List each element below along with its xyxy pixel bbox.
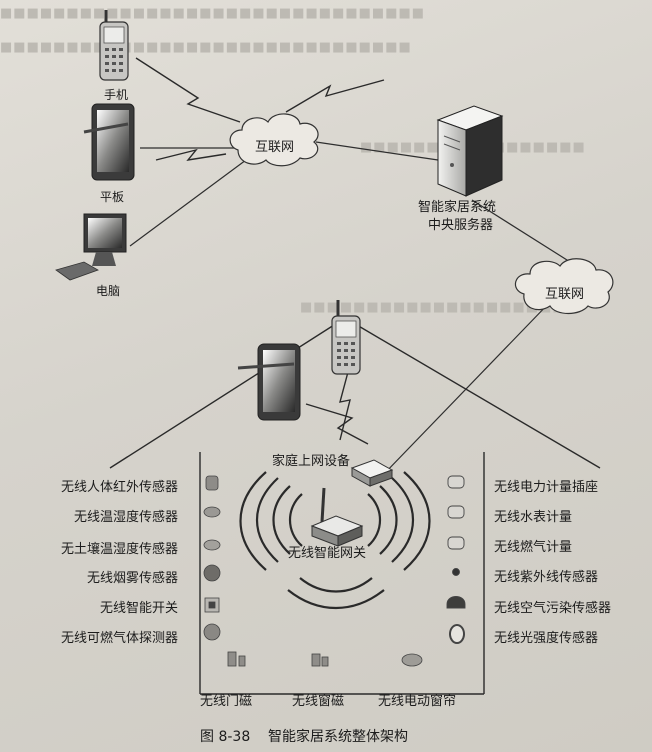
- uv-sensor-icon: [452, 568, 460, 576]
- air-pollution-sensor-icon: [446, 596, 466, 609]
- mobile-phone-icon: [99, 10, 129, 81]
- right-sensor-label: 无线紫外线传感器: [494, 570, 599, 585]
- curtain-motor-icon: [401, 653, 423, 667]
- left-sensor-label: 无线智能开关: [99, 601, 178, 616]
- home-tablet-icon: [237, 343, 301, 421]
- wireless-waves: [239, 471, 431, 609]
- tablet-label: 平板: [100, 190, 125, 204]
- internet-cloud-right-label: 互联网: [545, 287, 585, 302]
- smoke-sensor-icon: [203, 564, 221, 582]
- right-sensor-label: 无线燃气计量: [494, 540, 573, 555]
- power-plug-icon: [447, 475, 465, 489]
- pir-sensor-icon: [205, 475, 219, 491]
- server-label-line1: 智能家居系统: [418, 200, 497, 215]
- internet-cloud-top: [229, 113, 319, 167]
- left-sensor-label: 无土壤温湿度传感器: [60, 542, 178, 557]
- soil-sensor-icon: [203, 539, 221, 551]
- home-gateway-label: 家庭上网设备: [272, 454, 351, 469]
- water-meter-icon: [447, 505, 465, 519]
- left-sensor-label: 无线人体红外传感器: [60, 480, 178, 495]
- bottom-sensor-icons: [227, 651, 423, 667]
- door-magnet-icon: [227, 651, 246, 667]
- bottom-sensor-label: 无线电动窗帘: [378, 694, 457, 709]
- internet-cloud-right: [514, 258, 614, 315]
- right-sensor-label: 无线空气污染传感器: [494, 601, 612, 616]
- connection-lines: [129, 141, 587, 477]
- left-sensor-label: 无线可燃气体探测器: [60, 631, 178, 646]
- gas-meter-icon: [447, 536, 465, 550]
- central-server-icon: [436, 105, 504, 197]
- temp-humidity-sensor-icon: [203, 506, 221, 518]
- left-sensor-label: 无线烟雾传感器: [86, 571, 178, 586]
- right-sensor-label: 无线水表计量: [494, 510, 573, 525]
- tablet-icon: [83, 103, 135, 181]
- internet-cloud-top-label: 互联网: [255, 140, 295, 155]
- bleed-through-text: ■■■■■■■■■■■■■■■■■■■■: [300, 300, 566, 315]
- home-phone-icon: [331, 300, 361, 375]
- home-modem-icon: [350, 459, 394, 487]
- light-sensor-icon: [449, 624, 465, 644]
- smart-gateway-icon: [310, 487, 364, 547]
- window-magnet-icon: [311, 653, 329, 667]
- bottom-sensor-label: 无线窗磁: [292, 694, 345, 709]
- gas-detector-icon: [203, 623, 221, 641]
- phone-label: 手机: [104, 88, 129, 102]
- left-sensor-label: 无线温湿度传感器: [73, 510, 178, 525]
- figure-caption: 图 8-38 智能家居系统整体架构: [200, 729, 409, 745]
- right-sensor-label: 无线光强度传感器: [494, 631, 599, 646]
- smart-gateway-label: 无线智能网关: [288, 546, 367, 561]
- server-label-line2: 中央服务器: [428, 218, 494, 233]
- right-sensor-icons: [446, 475, 466, 644]
- pc-label: 电脑: [96, 284, 121, 298]
- right-sensor-label: 无线电力计量插座: [494, 480, 599, 495]
- wireless-zigzags: [135, 57, 385, 445]
- desktop-computer-icon: [55, 213, 127, 281]
- left-sensor-icons: [203, 475, 221, 641]
- bottom-sensor-label: 无线门磁: [200, 694, 253, 709]
